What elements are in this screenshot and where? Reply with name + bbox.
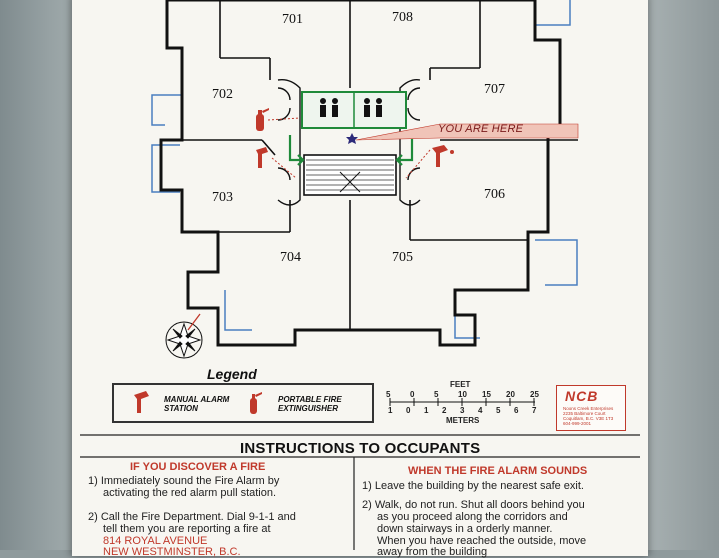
room-704-label: 704 [280,250,301,265]
compass-rose-icon [165,313,203,359]
instructions-title: INSTRUCTIONS TO OCCUPANTS [240,440,481,457]
scale-meters-label: METERS [446,416,480,425]
room-706-label: 706 [484,187,505,202]
legend-manual-alarm-line2: STATION [164,404,198,413]
scale-feet-tick: 20 [506,390,515,399]
scale-feet-tick: 15 [482,390,491,399]
manual-alarm-icon [256,147,268,168]
discover-step2-line1: 2) Call the Fire Department. Dial 9-1-1 … [88,511,296,523]
stairwell [303,154,397,196]
room-701-label: 701 [282,12,303,27]
address-line1: 814 ROYAL AVENUE [103,535,208,547]
alarm-step1: 1) Leave the building by the nearest saf… [362,480,584,492]
wall-right [643,0,719,550]
scale-meter-tick: 1 [388,406,393,415]
scale-meter-tick: 4 [478,406,483,415]
address-line2: NEW WESTMINSTER, B.C. [103,546,241,558]
scale-feet-tick: 0 [410,390,415,399]
room-705-label: 705 [392,250,413,265]
room-707-label: 707 [484,82,505,97]
legend-extinguisher-line2: EXTINGUISHER [278,404,339,413]
scale-meter-tick: 0 [406,406,411,415]
scale-feet-tick: 25 [530,390,539,399]
legend-manual-alarm-line1: MANUAL ALARM [164,395,230,404]
alarm-step2-line4: When you have reached the outside, move [377,535,587,547]
you-are-here-label: YOU ARE HERE [438,123,524,135]
company-line1: Noons Creek Enterprises [563,406,614,411]
discover-step1-line1: 1) Immediately sound the Fire Alarm by [88,475,280,487]
scale-meter-tick: 7 [532,406,537,415]
core-corridor [277,78,421,206]
scale-bar [389,398,535,406]
building-outline [159,0,562,347]
legend-extinguisher-label: PORTABLE FIRE EXTINGUISHER [278,395,342,413]
manual-alarm-icon [432,145,454,167]
discover-step1-line2: activating the red alarm pull station. [103,487,277,499]
legend-extinguisher-icon [250,392,262,414]
company-badge: NCB Noons Creek Enterprises 2235 Baltimo… [556,385,626,431]
discover-fire-heading: IF YOU DISCOVER A FIRE [130,461,266,473]
alarm-step2-line5: away from the building [377,546,488,558]
scale-meter-tick: 2 [442,406,447,415]
alarm-sounds-heading: WHEN THE FIRE ALARM SOUNDS [408,465,588,477]
alarm-leaders [267,117,431,179]
you-are-here-pointer [355,123,579,141]
scale-meter-tick: 5 [496,406,501,415]
you-are-here-star-icon [346,133,358,144]
room-703-label: 703 [212,190,233,205]
elevator-people-icon [320,98,382,117]
legend-box [112,383,374,423]
scale-meter-tick: 1 [424,406,429,415]
company-logo: NCB [565,388,599,404]
legend-alarm-icon [134,391,149,413]
scale-feet-tick: 10 [458,390,467,399]
company-line2: 2235 Baltimore Court [563,411,606,416]
company-line4: 604-999-2001 [563,421,592,426]
scale-meter-tick: 3 [460,406,465,415]
wall-left [0,0,80,550]
scale-feet-tick: 5 [386,390,391,399]
legend-title: Legend [207,366,257,382]
scale-feet-label: FEET [450,380,471,389]
room-702-label: 702 [212,87,233,102]
scale-meter-tick: 6 [514,406,519,415]
partition-walls [182,0,578,330]
alarm-step2-line1: 2) Walk, do not run. Shut all doors behi… [362,499,585,511]
exit-route-arrows [288,135,414,166]
company-line3: Coquitlam, B.C. V3E 1T3 [563,416,614,421]
legend-extinguisher-line1: PORTABLE FIRE [278,395,342,404]
legend-manual-alarm-label: MANUAL ALARM STATION [164,395,229,413]
alarm-step2-line2: as you proceed along the corridors and [377,511,568,523]
alarm-step2-line3: down stairways in a orderly manner. [377,523,553,535]
scale-feet-tick: 5 [434,390,439,399]
discover-step2-line2: tell them you are reporting a fire at [103,523,271,535]
room-708-label: 708 [392,10,413,25]
fire-extinguisher-icon [256,108,269,131]
